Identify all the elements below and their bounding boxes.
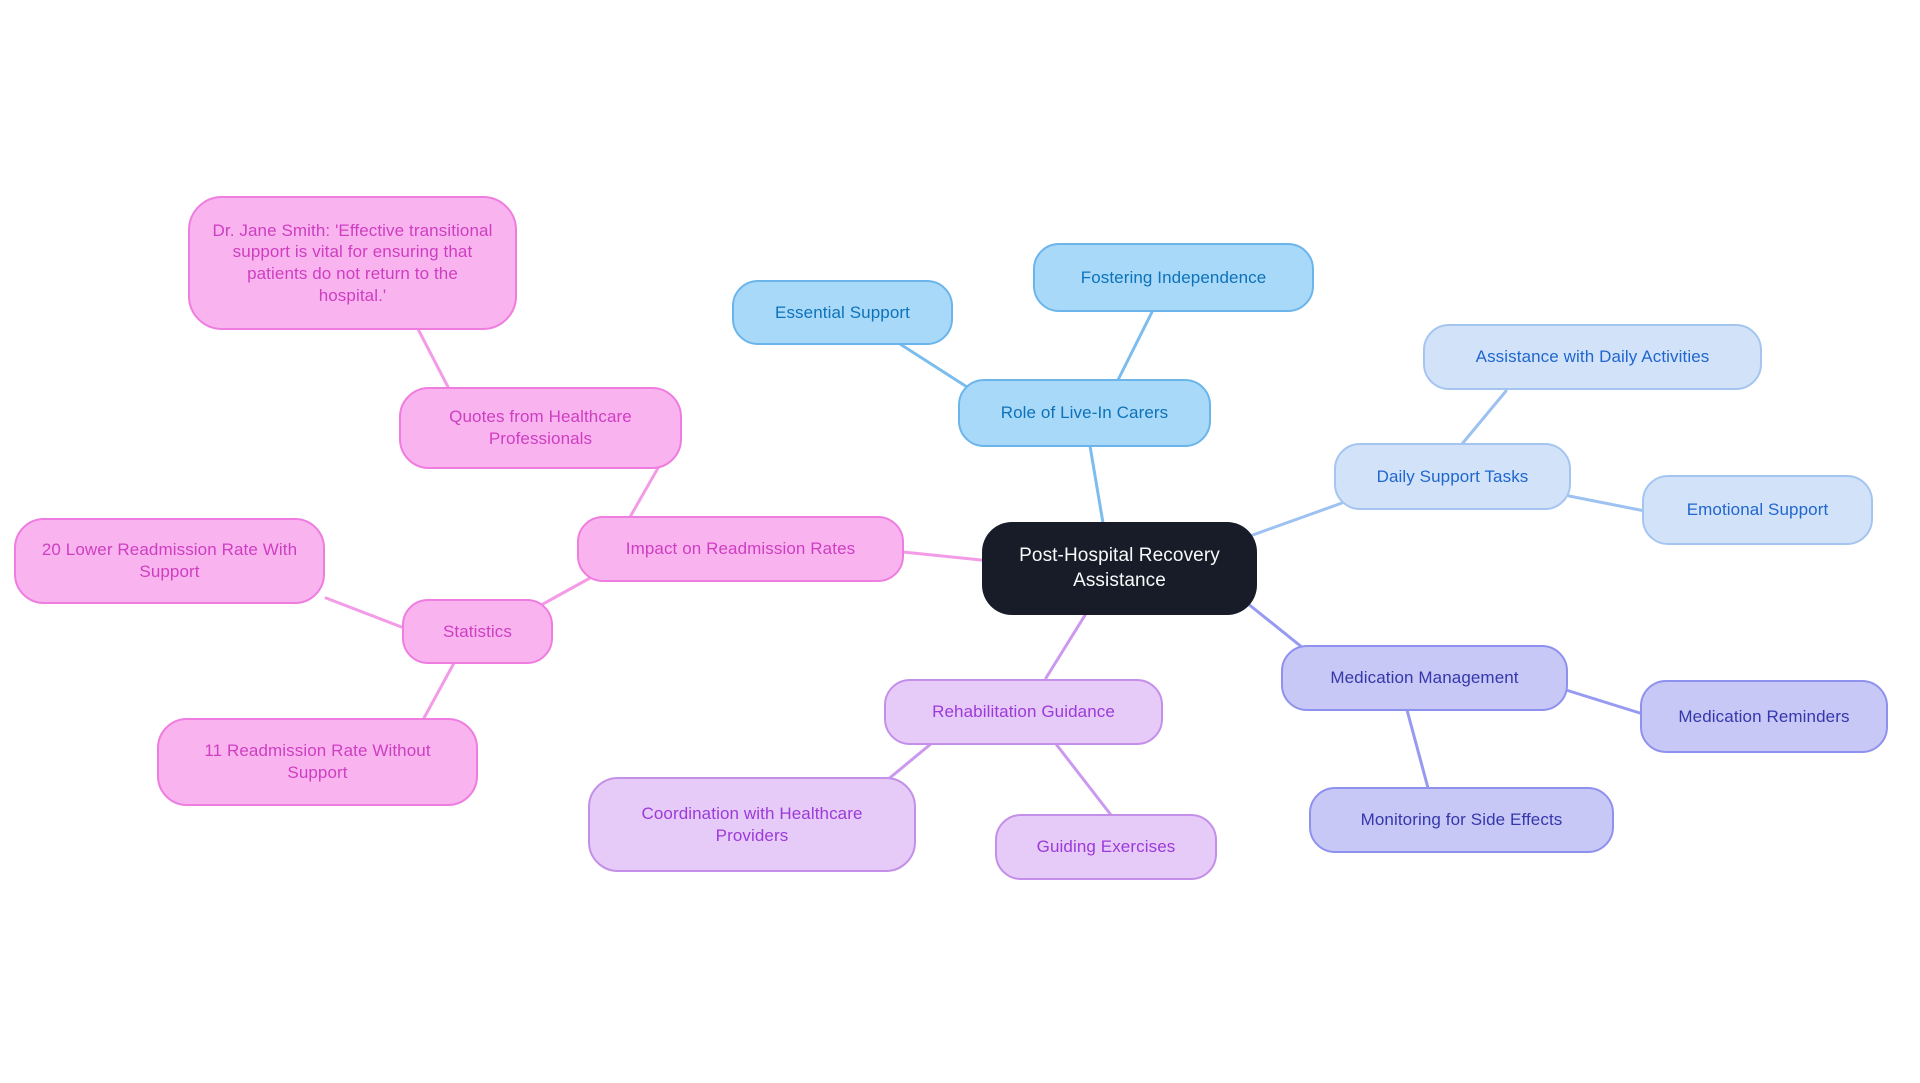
edge-daily-support-to-assistance xyxy=(1460,389,1508,446)
edge-medication-to-reminders xyxy=(1564,688,1645,716)
node-label: Quotes from Healthcare Professionals xyxy=(449,407,632,448)
node-rehabilitation-guidance[interactable]: Rehabilitation Guidance xyxy=(884,679,1163,745)
node-guiding-exercises[interactable]: Guiding Exercises xyxy=(995,814,1217,880)
node-role-of-live-in-carers[interactable]: Role of Live-In Carers xyxy=(958,379,1211,447)
node-medication-management[interactable]: Medication Management xyxy=(1281,645,1568,711)
node-label: Medication Management xyxy=(1330,668,1519,688)
edge-center-to-rehabilitation xyxy=(1044,610,1089,680)
node-fostering-independence[interactable]: Fostering Independence xyxy=(1033,243,1314,312)
node-label: Role of Live-In Carers xyxy=(1000,403,1169,423)
edge-impact-to-center xyxy=(901,550,993,563)
node-label: Fostering Independence xyxy=(1080,267,1267,287)
edge-center-to-daily-support xyxy=(1248,501,1344,538)
node-statistics[interactable]: Statistics xyxy=(402,599,553,664)
edge-quotes-to-impact xyxy=(628,466,660,519)
node-label: Rehabilitation Guidance xyxy=(932,702,1115,722)
edge-statistics-to-without-rate xyxy=(422,661,456,720)
edge-statistics-to-lower-rate xyxy=(324,596,406,630)
node-label: Emotional Support xyxy=(1686,500,1829,520)
node-label: Coordination with Healthcare Providers xyxy=(641,803,863,845)
node-label: Post-Hospital Recovery Assistance xyxy=(1019,545,1220,591)
node-label: Impact on Readmission Rates xyxy=(625,539,856,559)
edge-medication-to-monitoring xyxy=(1405,708,1430,790)
node-label: Assistance with Daily Activities xyxy=(1475,347,1710,367)
node-emotional-support[interactable]: Emotional Support xyxy=(1642,475,1873,545)
node-daily-support-tasks[interactable]: Daily Support Tasks xyxy=(1334,443,1571,510)
node-label: Dr. Jane Smith: 'Effective transitional … xyxy=(212,220,493,305)
node-coordination-with-healthcare-providers[interactable]: Coordination with Healthcare Providers xyxy=(588,777,916,872)
node-readmission-rate-without-support[interactable]: 11 Readmission Rate Without Support xyxy=(157,718,478,806)
node-label: Guiding Exercises xyxy=(1036,837,1176,857)
node-dr-jane-smith-quote[interactable]: Dr. Jane Smith: 'Effective transitional … xyxy=(188,196,517,330)
edge-role-to-center xyxy=(1088,444,1105,525)
node-essential-support[interactable]: Essential Support xyxy=(732,280,953,345)
node-monitoring-for-side-effects[interactable]: Monitoring for Side Effects xyxy=(1309,787,1614,853)
node-assistance-with-daily-activities[interactable]: Assistance with Daily Activities xyxy=(1423,324,1762,390)
node-label: 11 Readmission Rate Without Support xyxy=(204,741,431,782)
edge-fostering-independence-to-role xyxy=(1116,310,1154,382)
node-post-hospital-recovery-assistance[interactable]: Post-Hospital Recovery Assistance xyxy=(982,522,1257,615)
node-impact-on-readmission-rates[interactable]: Impact on Readmission Rates xyxy=(577,516,904,582)
node-label: Essential Support xyxy=(775,302,910,322)
edge-quote-to-quotes xyxy=(416,327,450,389)
node-label: Monitoring for Side Effects xyxy=(1360,810,1563,830)
edge-rehabilitation-to-guiding xyxy=(1054,742,1113,817)
node-label: Medication Reminders xyxy=(1678,706,1850,726)
edge-impact-to-statistics xyxy=(541,576,592,606)
node-lower-readmission-rate-with-support[interactable]: 20 Lower Readmission Rate With Support xyxy=(14,518,325,604)
edge-center-to-medication xyxy=(1245,601,1305,650)
node-label: 20 Lower Readmission Rate With Support xyxy=(41,540,298,581)
node-label: Statistics xyxy=(442,621,513,641)
edge-daily-support-to-emotional xyxy=(1567,494,1647,513)
node-quotes-from-healthcare-professionals[interactable]: Quotes from Healthcare Professionals xyxy=(399,387,682,469)
node-label: Daily Support Tasks xyxy=(1376,466,1529,486)
node-medication-reminders[interactable]: Medication Reminders xyxy=(1640,680,1888,753)
